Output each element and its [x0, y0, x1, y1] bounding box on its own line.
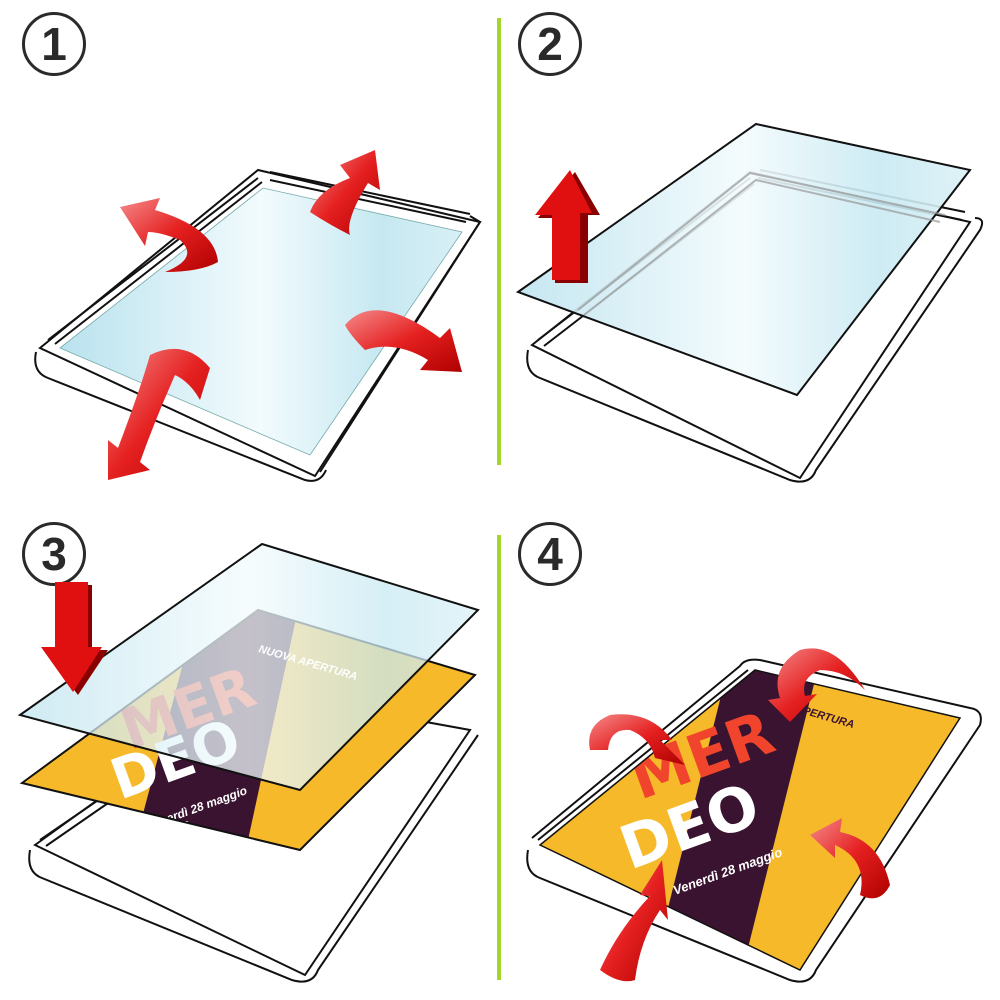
step-4-badge: 4: [518, 522, 582, 586]
step-1-number: 1: [41, 18, 67, 70]
step-2-panel: 2: [500, 0, 1000, 500]
arrow-right-icon: [810, 818, 890, 899]
close-arrows: [589, 648, 890, 982]
step-4-illustration: MER DEO NUOVA APERTURA Venerdì 28 maggio: [526, 648, 982, 983]
open-arrows: [108, 150, 462, 480]
step-1-badge: 1: [22, 12, 86, 76]
vertical-divider-top: [497, 18, 501, 465]
arrow-left-icon: [589, 714, 685, 765]
vertical-divider-bottom: [497, 535, 501, 980]
arrow-bottom-icon: [600, 860, 668, 982]
step-3-number: 3: [41, 528, 67, 580]
step-4-panel: 4 MER DEO NUOVA APERTURA Venerdì 28 magg…: [500, 500, 1000, 1000]
step-3-panel: 3 MER DEO Venerdì 28 maggio ore 09,00 NU…: [0, 500, 500, 1000]
arrow-bottom-left-icon: [108, 348, 210, 480]
insert-arrow-icon: [41, 582, 108, 695]
arrow-top-right-icon: [310, 150, 380, 235]
step-3-badge: 3: [22, 522, 86, 586]
arrow-top-icon: [768, 648, 865, 722]
step-4-number: 4: [537, 528, 563, 580]
step-2-number: 2: [537, 18, 563, 70]
step-2-badge: 2: [518, 12, 582, 76]
step-3-illustration: MER DEO Venerdì 28 maggio ore 09,00 NUOV…: [17, 542, 480, 983]
arrow-top-left-icon: [120, 198, 218, 272]
step-1-panel: 1: [0, 0, 500, 500]
step-1-illustration: [34, 150, 482, 482]
glass-cover-lifted: [515, 122, 972, 397]
arrow-right-icon: [345, 310, 462, 372]
step-2-illustration: [515, 122, 984, 483]
glass-cover: [17, 542, 480, 792]
lift-arrow-icon: [535, 170, 600, 283]
